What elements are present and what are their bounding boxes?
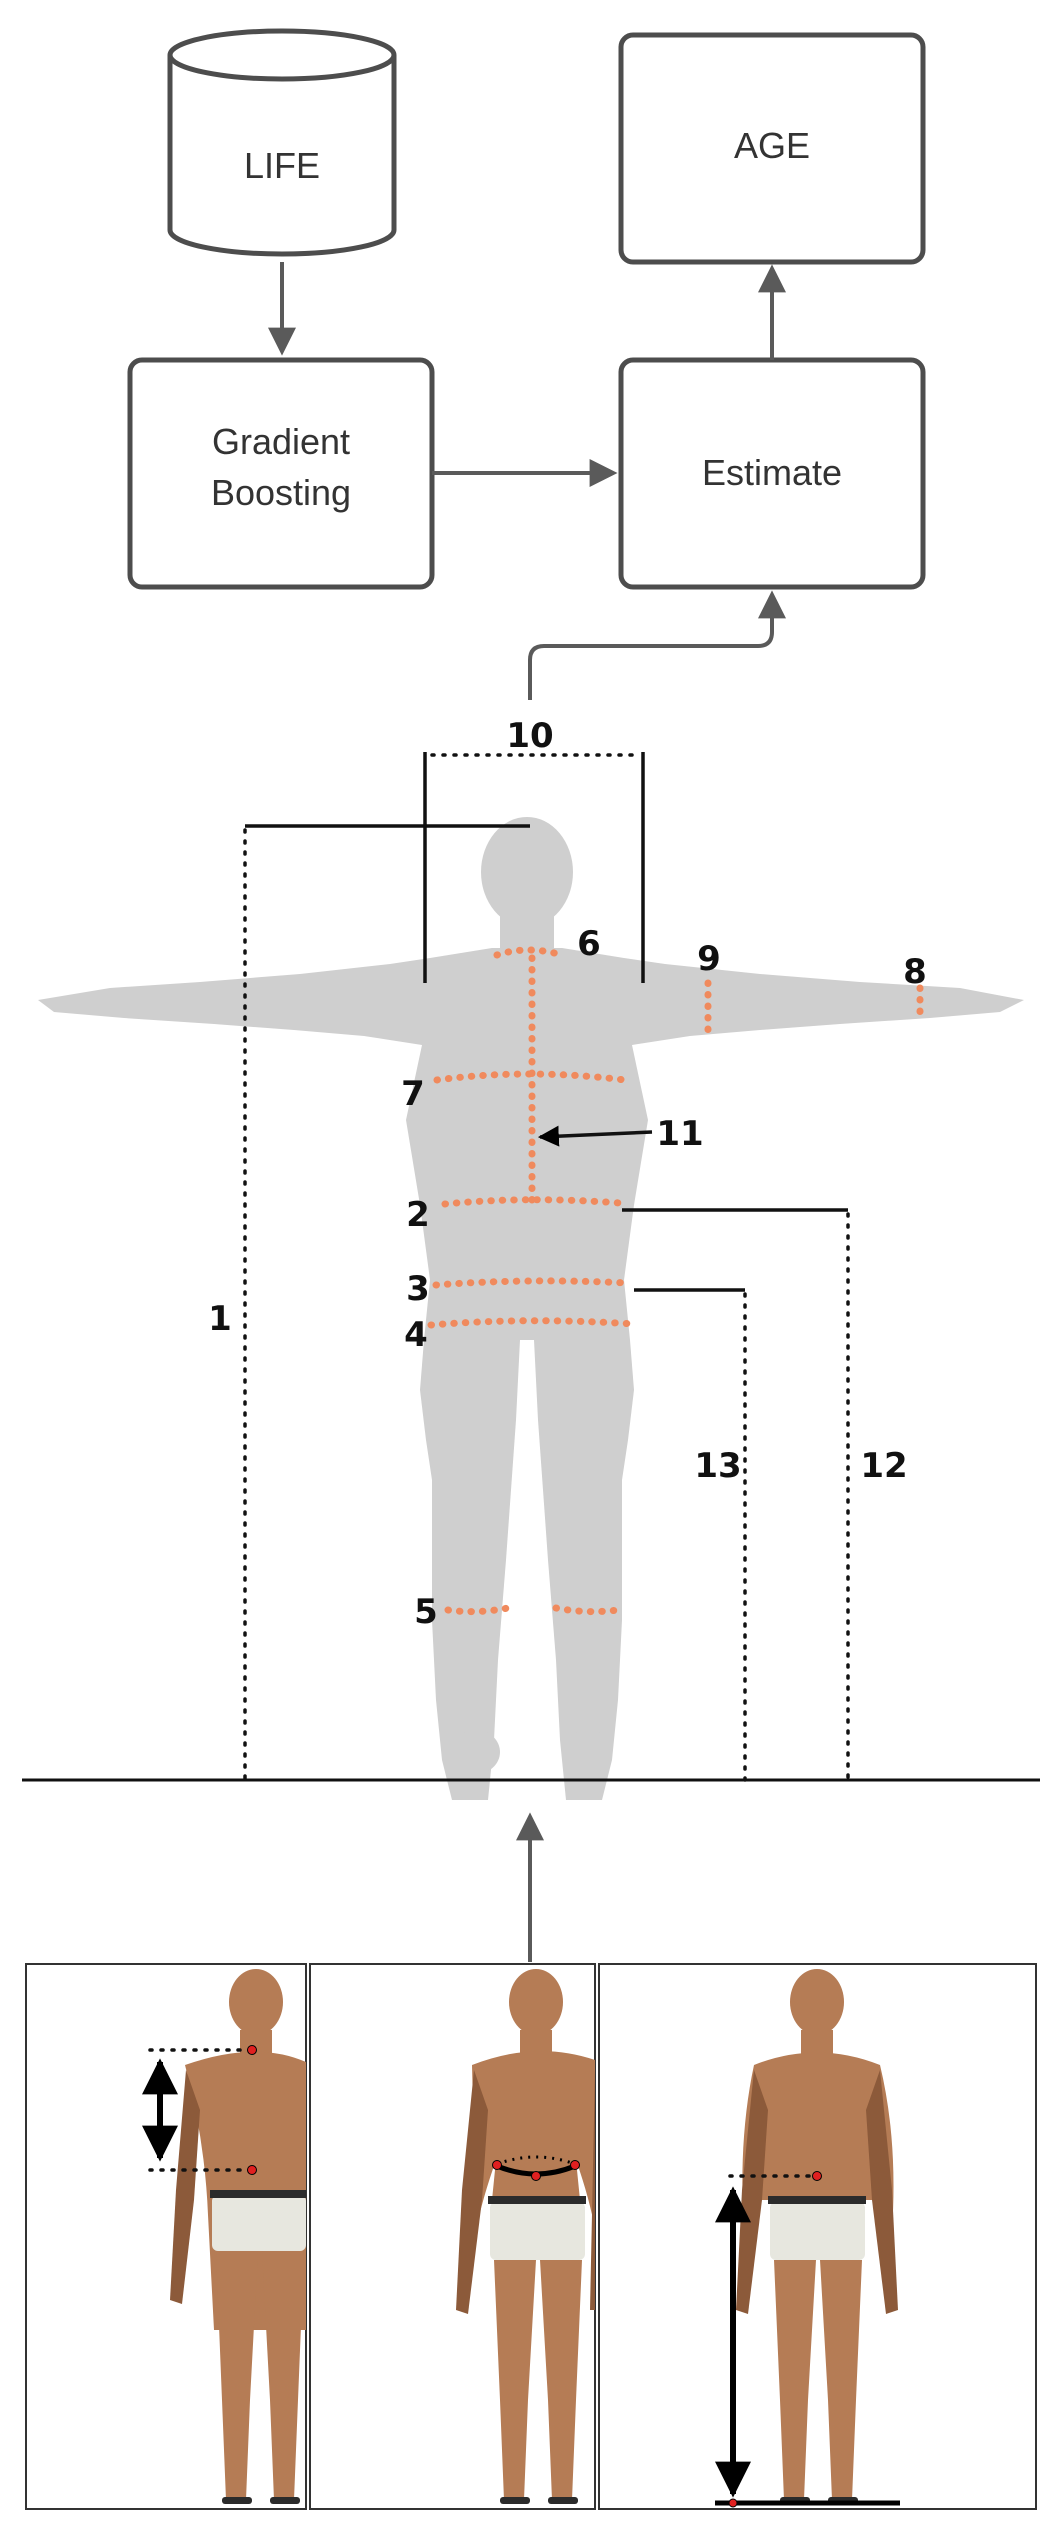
man-back-figure bbox=[170, 1969, 306, 2504]
arrow-11-pointer bbox=[537, 1125, 653, 1147]
photo-panel-front-waist bbox=[309, 1963, 596, 2510]
photo-panel-back-view bbox=[25, 1963, 307, 2510]
life-database-node: LIFE bbox=[167, 28, 397, 257]
measurement-markers bbox=[427, 946, 924, 1616]
label-7: 7 bbox=[401, 1074, 425, 1114]
label-1: 1 bbox=[208, 1299, 232, 1339]
age-node: AGE bbox=[618, 32, 926, 265]
gradient-boosting-node: Gradient Boosting bbox=[127, 357, 435, 590]
label-9: 9 bbox=[697, 939, 721, 979]
label-11: 11 bbox=[656, 1114, 703, 1154]
label-12: 12 bbox=[860, 1446, 907, 1486]
label-6: 6 bbox=[577, 924, 601, 964]
gradient-label-line2: Boosting bbox=[211, 472, 351, 513]
man-front-figure-center bbox=[456, 1969, 595, 2504]
gradient-label-line1: Gradient bbox=[212, 421, 350, 462]
estimate-label: Estimate bbox=[702, 452, 842, 493]
label-2: 2 bbox=[406, 1195, 430, 1235]
body-silhouette bbox=[38, 817, 1024, 1800]
label-13: 13 bbox=[694, 1446, 741, 1486]
arrow-body-to-estimate bbox=[528, 590, 786, 700]
life-label: LIFE bbox=[244, 145, 320, 186]
dimension-lines bbox=[243, 752, 850, 1782]
age-label: AGE bbox=[734, 125, 810, 166]
label-4: 4 bbox=[404, 1315, 428, 1355]
estimate-node: Estimate bbox=[618, 357, 926, 590]
measurement-number-labels: 1 2 3 4 5 6 7 8 9 10 11 12 13 bbox=[208, 716, 927, 1632]
label-3: 3 bbox=[406, 1269, 430, 1309]
label-10: 10 bbox=[506, 716, 553, 756]
label-8: 8 bbox=[903, 952, 927, 992]
label-5: 5 bbox=[414, 1592, 438, 1632]
photo-panel-front-waist-height bbox=[598, 1963, 1037, 2510]
